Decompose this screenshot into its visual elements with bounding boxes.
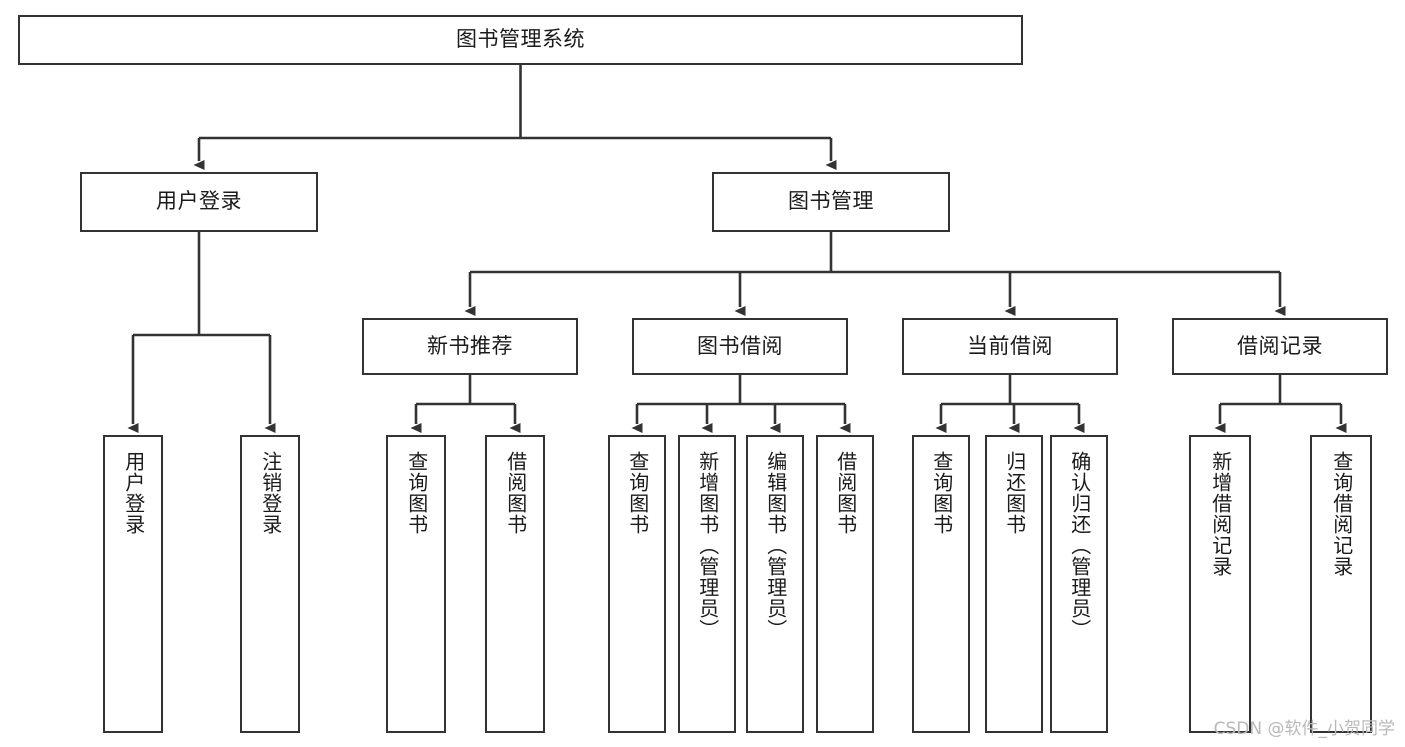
node-leaf-nb-borrow[interactable]: 借阅图书 — [485, 435, 545, 733]
node-label: 新书推荐 — [427, 333, 513, 358]
node-leaf-user-logout[interactable]: 注销登录 — [240, 435, 300, 733]
node-leaf-bw-borrow[interactable]: 借阅图书 — [816, 435, 874, 733]
node-label: 归还图书 — [1002, 451, 1027, 535]
node-label: 图书管理 — [788, 189, 874, 214]
node-leaf-rec-query[interactable]: 查询借阅记录 — [1310, 435, 1372, 733]
node-label: 用户登录 — [156, 189, 242, 214]
node-login[interactable]: 用户登录 — [80, 172, 318, 232]
node-label: 查询图书 — [929, 451, 954, 535]
node-bookmgmt[interactable]: 图书管理 — [712, 172, 950, 232]
node-current[interactable]: 当前借阅 — [902, 318, 1118, 375]
node-leaf-cur-confirm[interactable]: 确认归还（管理员） — [1050, 435, 1108, 733]
node-label: 图书管理系统 — [456, 27, 585, 52]
node-label: 借阅图书 — [833, 451, 858, 535]
node-leaf-bw-edit[interactable]: 编辑图书（管理员） — [746, 435, 804, 733]
node-label: 图书借阅 — [697, 333, 783, 358]
node-label: 查询图书 — [404, 451, 429, 535]
node-leaf-cur-query[interactable]: 查询图书 — [912, 435, 970, 733]
node-label: 确认归还（管理员） — [1067, 451, 1092, 640]
node-label: 当前借阅 — [967, 333, 1053, 358]
node-leaf-user-login[interactable]: 用户登录 — [103, 435, 163, 733]
node-root[interactable]: 图书管理系统 — [18, 15, 1023, 65]
node-leaf-rec-add[interactable]: 新增借阅记录 — [1189, 435, 1251, 733]
node-label: 用户登录 — [121, 451, 146, 535]
node-leaf-nb-query[interactable]: 查询图书 — [386, 435, 446, 733]
node-label: 查询图书 — [625, 451, 650, 535]
node-label: 借阅记录 — [1237, 333, 1323, 358]
node-leaf-cur-return[interactable]: 归还图书 — [985, 435, 1043, 733]
node-label: 新增图书（管理员） — [695, 451, 720, 640]
node-borrow[interactable]: 图书借阅 — [632, 318, 848, 375]
node-label: 编辑图书（管理员） — [763, 451, 788, 640]
node-label: 查询借阅记录 — [1329, 451, 1354, 577]
node-leaf-bw-query[interactable]: 查询图书 — [608, 435, 666, 733]
node-label: 新增借阅记录 — [1208, 451, 1233, 577]
node-label: 借阅图书 — [503, 451, 528, 535]
node-label: 注销登录 — [258, 451, 283, 535]
node-records[interactable]: 借阅记录 — [1172, 318, 1388, 375]
node-leaf-bw-add[interactable]: 新增图书（管理员） — [678, 435, 736, 733]
node-newbook[interactable]: 新书推荐 — [362, 318, 578, 375]
watermark-label: CSDN @软件_小贺同学 — [1213, 719, 1395, 739]
